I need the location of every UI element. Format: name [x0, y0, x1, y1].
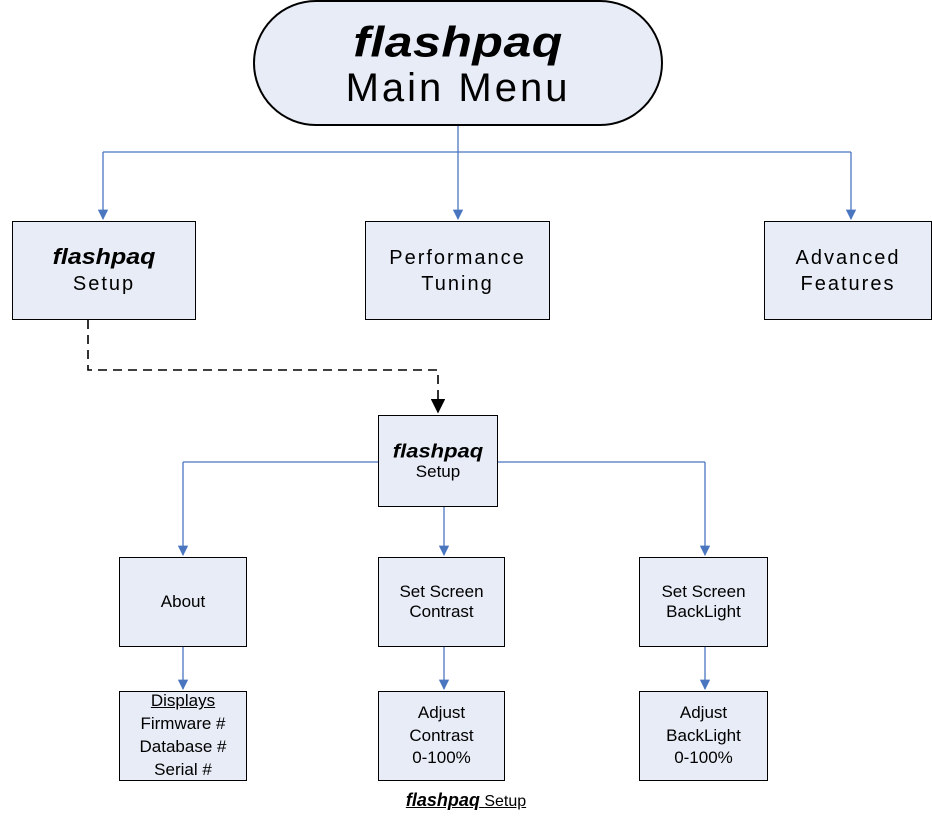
about-detail-node: Displays Firmware # Database # Serial #	[119, 691, 247, 781]
advanced-line1: Advanced	[795, 246, 901, 269]
advanced-features-node: Advanced Features	[764, 221, 932, 320]
about-detail-heading: Displays	[150, 691, 216, 711]
backlight-line2: BackLight	[666, 602, 741, 621]
backlight-detail-line: Adjust	[679, 702, 728, 722]
about-label: About	[160, 591, 206, 611]
set-screen-backlight-node: Set Screen BackLight	[639, 557, 768, 647]
setup-menu-connectors	[177, 461, 711, 557]
set-screen-contrast-node: Set Screen Contrast	[378, 557, 505, 647]
adjust-backlight-node: Adjust BackLight 0-100%	[639, 691, 768, 781]
main-menu-title: Main Menu	[345, 66, 571, 110]
setup-node-brand: flashpaq	[52, 244, 156, 270]
contrast-detail-line: 0-100%	[412, 748, 471, 768]
contrast-line1: Set Screen	[399, 581, 484, 601]
about-node: About	[119, 557, 247, 647]
caption-brand: flashpaq	[405, 790, 480, 810]
dashed-connector	[87, 320, 446, 414]
contrast-detail-line: Adjust	[417, 702, 466, 722]
backlight-detail-line: BackLight	[666, 725, 741, 745]
performance-tuning-node: Performance Tuning	[365, 221, 550, 320]
backlight-line1: Set Screen	[661, 581, 746, 601]
main-menu-brand: flashpaq	[353, 18, 563, 66]
performance-line2: Tuning	[421, 272, 494, 295]
diagram-caption: flashpaq Setup	[0, 790, 932, 811]
setup-node: flashpaq Setup	[12, 221, 196, 320]
advanced-line2: Features	[800, 272, 896, 295]
dashed-arrow-to-setup-menu	[87, 320, 446, 414]
setup-node-label: Setup	[72, 272, 136, 295]
contrast-detail-line: Contrast	[409, 725, 474, 745]
caption-label: Setup	[484, 793, 527, 810]
performance-line1: Performance	[389, 246, 526, 269]
main-menu-node: flashpaq Main Menu	[253, 0, 663, 126]
main-menu-connectors	[97, 126, 857, 221]
backlight-detail-line: 0-100%	[674, 748, 733, 768]
detail-connectors	[177, 647, 711, 691]
about-detail-line: Database #	[139, 737, 227, 756]
about-detail-line: Firmware #	[140, 714, 226, 734]
contrast-line2: Contrast	[409, 602, 474, 621]
setup-menu-node: flashpaq Setup	[378, 415, 498, 507]
about-detail-line: Serial #	[154, 759, 212, 779]
adjust-contrast-node: Adjust Contrast 0-100%	[378, 691, 505, 781]
setup-menu-label: Setup	[415, 462, 461, 482]
setup-menu-brand: flashpaq	[392, 439, 484, 463]
